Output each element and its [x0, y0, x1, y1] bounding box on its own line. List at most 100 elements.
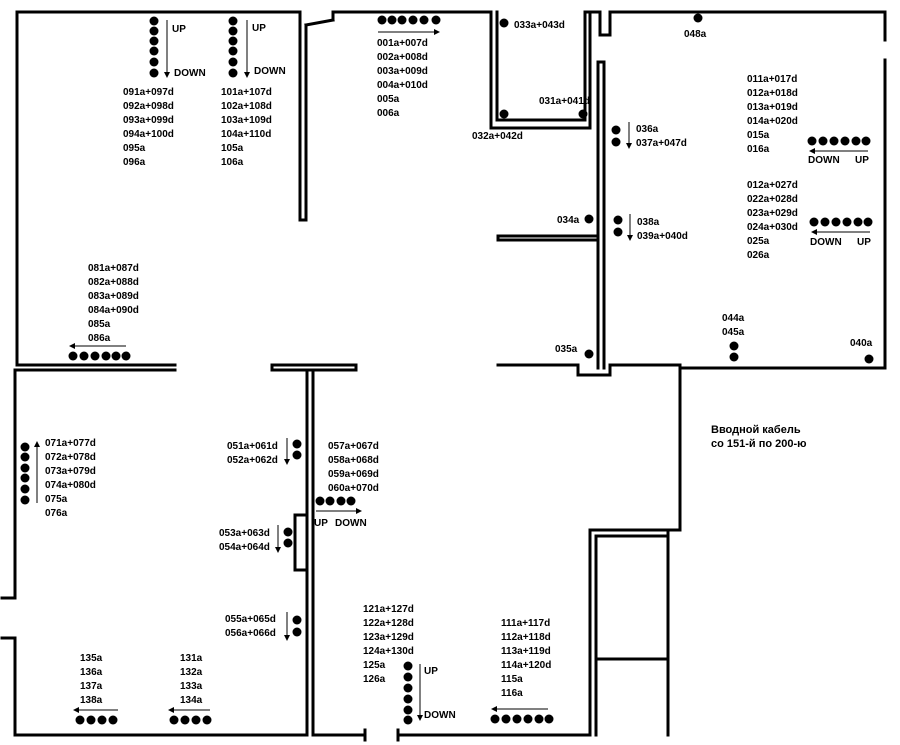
socket-label: 038a [637, 217, 660, 228]
socket-label: 112a+118d [501, 632, 551, 643]
cable-note-line: со 151-й по 200-ю [711, 438, 807, 450]
socket-label: 074a+080d [45, 480, 96, 491]
down-label: DOWN [335, 518, 367, 529]
socket-label: 083a+089d [88, 291, 139, 302]
socket-label: 060a+070d [328, 483, 379, 494]
socket-label: 057a+067d [328, 441, 379, 452]
socket-label: 095a [123, 143, 146, 154]
socket-label: 072a+078d [45, 452, 96, 463]
socket-label: 034a [557, 215, 580, 226]
socket-group-012: 012a+027d022a+028d023a+029d024a+030d025a… [747, 180, 798, 261]
socket-group-051: 051a+061d 052a+062d [227, 441, 278, 466]
socket-label: 073a+079d [45, 466, 96, 477]
socket-label: 131a [180, 653, 203, 664]
socket-group-071: 071a+077d 072a+078d 073a+079d 074a+080d 075a… [45, 438, 96, 519]
socket-label: 103a+109d [221, 115, 272, 126]
socket-group-001: 001a+007d002a+008d003a+009d004a+010d005a… [377, 38, 428, 119]
socket-label: 059a+069d [328, 469, 379, 480]
socket-label: 051a+061d [227, 441, 278, 452]
socket-label: 058a+068d [328, 455, 379, 466]
socket-group-121: 121a+127d122a+128d123a+129d124a+130d125a… [363, 604, 414, 685]
walls [0, 10, 887, 742]
socket-label: 014a+020d [747, 116, 798, 127]
socket-label: 125a [363, 660, 386, 671]
socket-label: 012a+027d [747, 180, 798, 191]
socket-group-038: 038a 039a+040d [637, 217, 688, 242]
socket-group-091: 091a+097d092a+098d093a+099d094a+100d095a… [123, 87, 174, 168]
socket-label: 116a [501, 688, 523, 699]
socket-label: 075a [45, 494, 68, 505]
socket-label: 135a [80, 653, 103, 664]
socket-label: 081a+087d [88, 263, 139, 274]
up-label: UP [424, 666, 438, 677]
socket-label: 012a+018d [747, 88, 798, 99]
down-label: DOWN [810, 237, 842, 248]
cable-note: Вводной кабель со 151-й по 200-ю [711, 424, 807, 450]
socket-group-033: 033a+043d [514, 20, 565, 31]
socket-label: 133a [180, 681, 203, 692]
socket-label: 048a [684, 29, 707, 40]
socket-label: 138a [80, 695, 103, 706]
socket-label: 113a+119d [501, 646, 551, 657]
down-label: DOWN [174, 68, 206, 79]
socket-label: 036a [636, 124, 659, 135]
socket-label: 053a+063d [219, 528, 270, 539]
socket-group-031: 031a+041d [539, 96, 590, 107]
socket-label: 052a+062d [227, 455, 278, 466]
up-label: UP [252, 23, 266, 34]
socket-label: 093a+099d [123, 115, 174, 126]
socket-group-055: 055a+065d 056a+066d [225, 614, 276, 639]
direction-labels: UP DOWN UP DOWN DOWN UP DOWN UP UP DOWN … [172, 23, 871, 721]
socket-group-131: 131a 132a 133a 134a [180, 653, 203, 706]
socket-label: 126a [363, 674, 386, 685]
socket-labels: 091a+097d092a+098d093a+099d094a+100d095a… [45, 20, 873, 706]
socket-label: 013a+019d [747, 102, 798, 113]
down-label: DOWN [254, 66, 286, 77]
socket-label: 085a [88, 319, 111, 330]
socket-label: 039a+040d [637, 231, 688, 242]
socket-group-057: 057a+067d 058a+068d 059a+069d 060a+070d [328, 441, 379, 494]
socket-label: 086a [88, 333, 111, 344]
socket-group-040: 040a [850, 338, 873, 349]
up-label: UP [855, 155, 869, 166]
socket-label: 024a+030d [747, 222, 798, 233]
socket-group-035: 035a [555, 344, 578, 355]
socket-label: 006a [377, 108, 400, 119]
socket-label: 101a+107d [221, 87, 272, 98]
socket-label: 134a [180, 695, 203, 706]
socket-label: 044a [722, 313, 745, 324]
socket-label: 015a [747, 130, 770, 141]
markers [20, 13, 874, 725]
socket-label: 016a [747, 144, 770, 155]
socket-label: 104a+110d [221, 129, 271, 140]
socket-label: 122a+128d [363, 618, 414, 629]
socket-label: 031a+041d [539, 96, 590, 107]
up-label: UP [314, 518, 328, 529]
socket-label: 026a [747, 250, 770, 261]
socket-label: 115a [501, 674, 523, 685]
socket-label: 011a+017d [747, 74, 797, 85]
socket-label: 105a [221, 143, 244, 154]
socket-label: 132a [180, 667, 203, 678]
socket-group-034: 034a [557, 215, 580, 226]
socket-label: 055a+065d [225, 614, 276, 625]
socket-label: 106a [221, 157, 244, 168]
down-label: DOWN [808, 155, 840, 166]
socket-label: 092a+098d [123, 101, 174, 112]
socket-label: 084a+090d [88, 305, 139, 316]
socket-group-044: 044a 045a [722, 313, 745, 338]
socket-label: 056a+066d [225, 628, 276, 639]
socket-label: 111a+117d [501, 618, 550, 629]
socket-label: 114a+120d [501, 660, 551, 671]
socket-label: 022a+028d [747, 194, 798, 205]
socket-label: 071a+077d [45, 438, 96, 449]
socket-group-101: 101a+107d 102a+108d 103a+109d 104a+110d 105a… [221, 87, 272, 168]
socket-label: 040a [850, 338, 873, 349]
socket-label: 045a [722, 327, 745, 338]
socket-label: 032a+042d [472, 131, 523, 142]
cable-note-line: Вводной кабель [711, 424, 801, 436]
socket-label: 001a+007d [377, 38, 428, 49]
socket-label: 102a+108d [221, 101, 272, 112]
